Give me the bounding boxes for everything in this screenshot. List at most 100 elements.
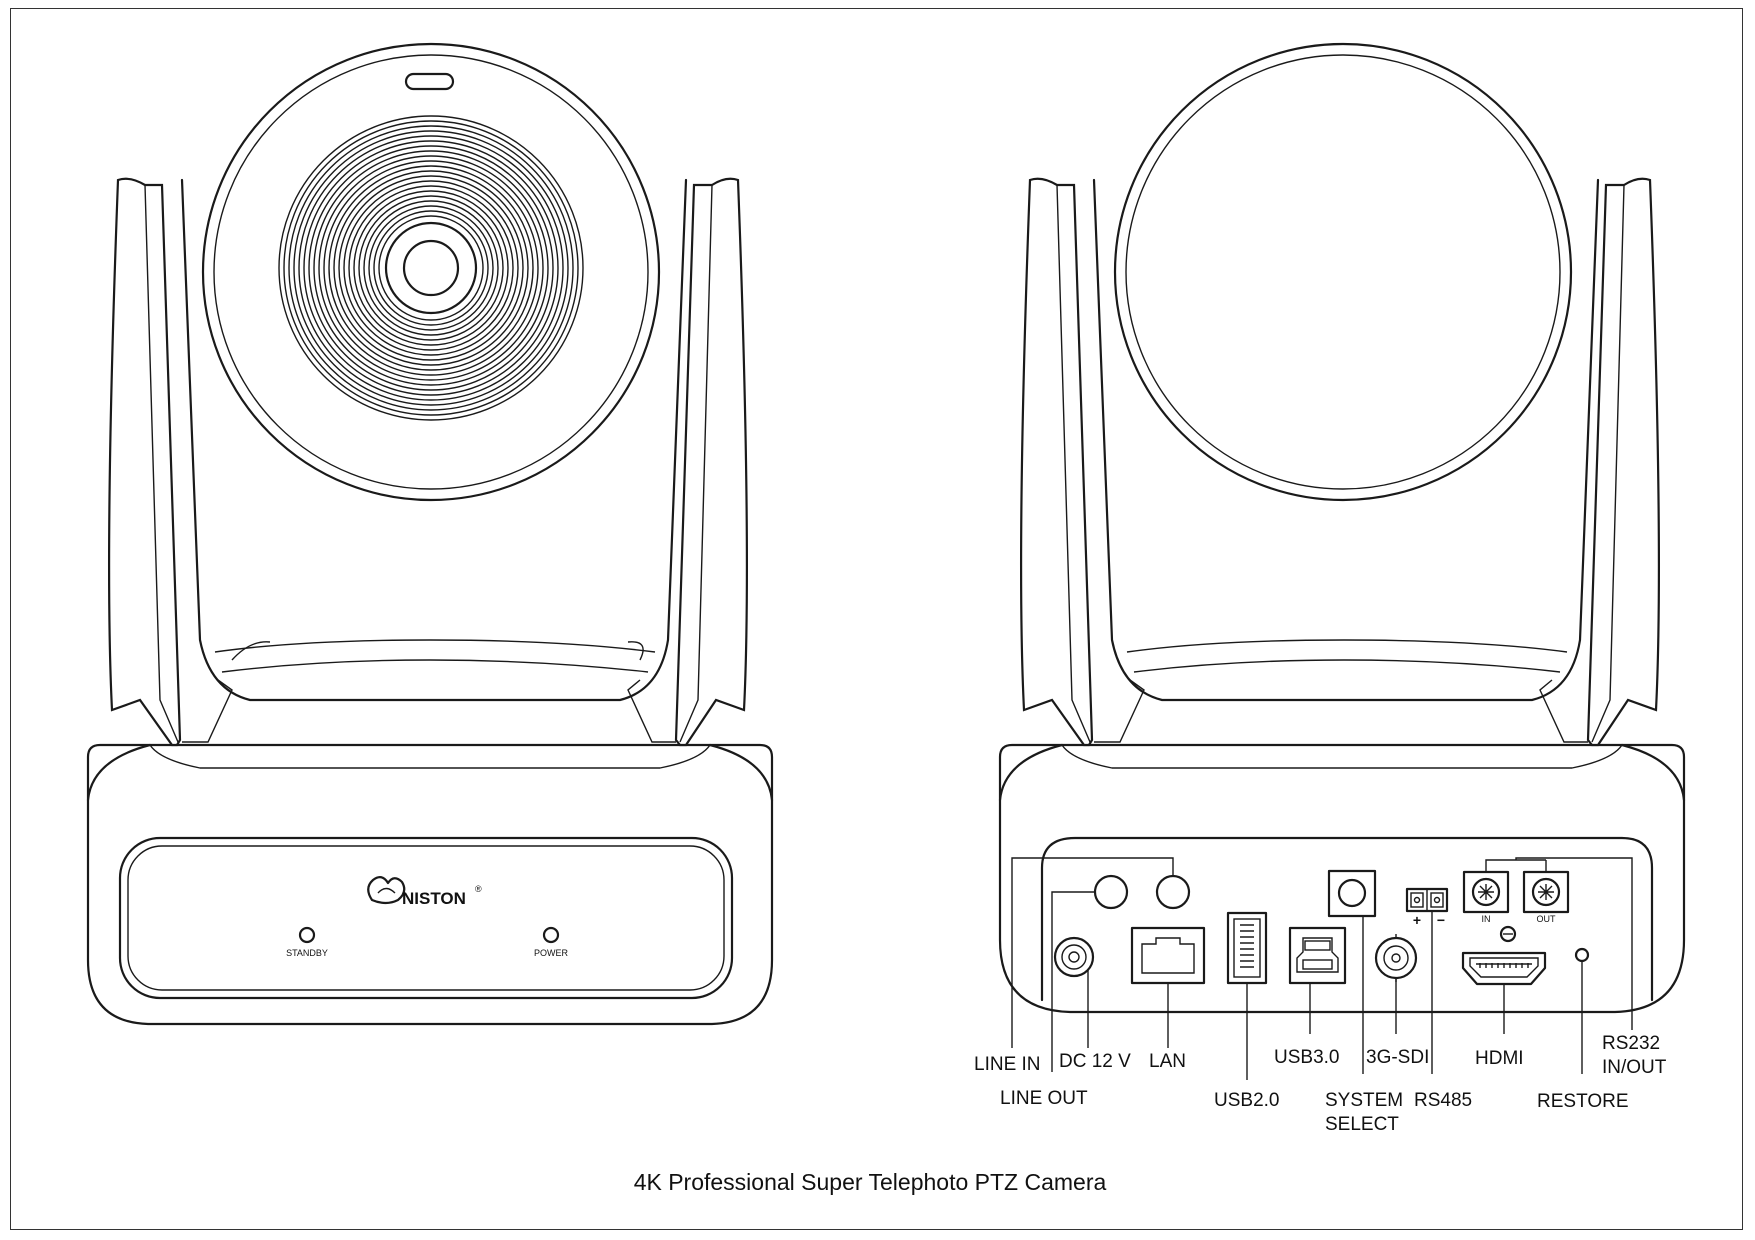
lens-ring [318, 155, 544, 381]
rear-base [998, 743, 1686, 1014]
lens-ring [358, 195, 504, 341]
sdi-connector [1374, 936, 1418, 980]
rs485-pin-2 [1430, 892, 1444, 908]
lens-ring [323, 160, 539, 376]
label-rs485: RS485 [1414, 1090, 1472, 1111]
rear-bottom-band [1126, 639, 1568, 673]
dc12v-jack-inner [1061, 944, 1087, 970]
line-in-jack [1155, 874, 1191, 910]
power-label: POWER [534, 948, 569, 958]
rear-base-top [998, 743, 1686, 802]
lens-ring [328, 165, 534, 371]
system-select-knob [1337, 878, 1367, 908]
lens-glass [402, 239, 460, 297]
hdmi-screw [1499, 925, 1517, 943]
lens-ring [303, 140, 559, 396]
dc12v-jack [1053, 936, 1095, 978]
lan-port [1130, 926, 1206, 985]
usb30-tab-top [1304, 940, 1331, 951]
dc12v-pin [1068, 951, 1080, 963]
front-bottom-band [214, 639, 656, 673]
rs232-in-pins [1478, 884, 1494, 900]
front-base-rim [149, 744, 711, 769]
hdmi-contacts [1476, 963, 1532, 968]
rs485-pin-1 [1410, 892, 1424, 908]
rs232-in-label: IN [1482, 914, 1491, 924]
lens-ring [278, 115, 584, 421]
rear-camera-head [1113, 42, 1573, 502]
label-system-select-1: SYSTEM [1325, 1090, 1403, 1111]
label-usb30: USB3.0 [1274, 1047, 1339, 1068]
rs485-screw-2 [1433, 896, 1441, 904]
rear-base-rim [1061, 744, 1623, 769]
lens-ring [378, 215, 484, 321]
rs485-minus-mark: − [1437, 912, 1445, 928]
leader-line-in [1011, 857, 1174, 1048]
rs485-plus-mark: + [1413, 912, 1421, 928]
lens-ring [293, 130, 569, 406]
standby-label: STANDBY [286, 948, 328, 958]
label-dc12v: DC 12 V [1059, 1051, 1131, 1072]
label-line-out: LINE OUT [1000, 1088, 1088, 1109]
rear-panel [1040, 836, 1654, 1002]
leader-line-out [1051, 891, 1095, 1072]
niston-logo: NISTON ® [367, 876, 482, 908]
front-base-top [86, 743, 774, 802]
front-view: NISTON ® STANDBY POWER [86, 42, 774, 1026]
lens-ring [363, 200, 499, 336]
front-body-curve [231, 641, 644, 661]
logo-mark-leaf [377, 887, 396, 894]
front-body [180, 178, 688, 702]
usb30-tab-bottom [1302, 959, 1333, 970]
label-rs232-2: IN/OUT [1602, 1057, 1667, 1078]
label-system-select-2: SELECT [1325, 1114, 1399, 1135]
label-hdmi: HDMI [1475, 1048, 1524, 1069]
lan-port-inner [1141, 937, 1195, 974]
usb20-port-inner [1233, 918, 1261, 978]
lens-ring [353, 190, 509, 346]
lens-ring [348, 185, 514, 351]
restore-button [1574, 947, 1590, 963]
rear-right-arm [1586, 177, 1661, 747]
power-led [542, 926, 560, 944]
lens-ring [343, 180, 519, 356]
logo-text: NISTON [402, 889, 466, 908]
lens-ring [288, 125, 574, 411]
front-camera-head [201, 42, 661, 502]
label-restore: RESTORE [1537, 1091, 1629, 1112]
front-panel-inner [127, 845, 725, 991]
front-right-arm-foot [627, 679, 676, 743]
line-out-jack [1093, 874, 1129, 910]
callout-leaders [1011, 857, 1633, 1080]
logo-mark [367, 876, 406, 905]
logo-registered: ® [475, 884, 482, 894]
front-head-rim [213, 54, 649, 490]
front-right-arm [674, 177, 749, 747]
drawing-frame [10, 8, 1743, 1230]
lens-barrel [384, 221, 478, 315]
rs232-in-connector [1471, 877, 1501, 907]
standby-led [298, 926, 316, 944]
label-line-in: LINE IN [974, 1054, 1041, 1075]
rear-body [1092, 178, 1600, 702]
rear-left-arm-edge [1056, 184, 1091, 743]
lens-ring [368, 205, 494, 331]
rear-head-rim [1125, 54, 1561, 490]
leader-rs232 [1485, 857, 1633, 1030]
sdi-pin [1391, 953, 1401, 963]
lens-ring [298, 135, 564, 401]
label-sdi: 3G-SDI [1366, 1047, 1429, 1068]
hdmi-port-inner [1469, 957, 1539, 978]
front-base [86, 743, 774, 1026]
sdi-connector-ring [1383, 945, 1409, 971]
rear-right-arm-edge [1591, 184, 1625, 743]
system-select-switch [1327, 869, 1377, 918]
lens-ring [283, 120, 579, 416]
front-right-arm-edge [679, 184, 713, 743]
usb30-inner [1296, 937, 1339, 973]
usb30-port [1288, 926, 1347, 985]
lens-ring [373, 210, 489, 326]
front-left-arm-edge [144, 184, 179, 743]
rs232-out-pins [1538, 884, 1554, 900]
